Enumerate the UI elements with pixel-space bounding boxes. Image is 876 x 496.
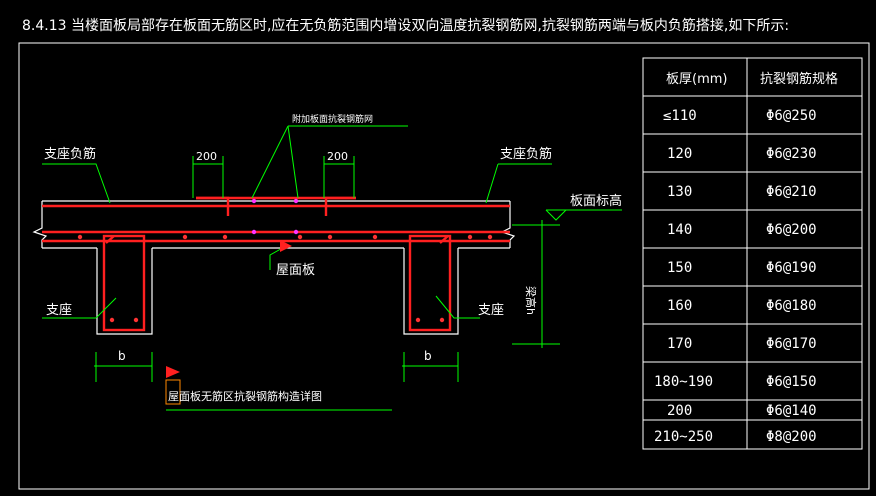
table-row-thickness: 180~190 — [654, 374, 713, 390]
table-row-spec: Φ6@170 — [766, 336, 817, 352]
table-row-thickness: 210~250 — [654, 429, 713, 445]
table-row-thickness: ≤110 — [663, 108, 697, 124]
table-row-spec: Φ6@210 — [766, 184, 817, 200]
table-row-thickness: 160 — [667, 298, 692, 314]
table-header-rebar-spec: 抗裂钢筋规格 — [760, 71, 838, 87]
dim-200-left: 200 — [196, 150, 217, 163]
drawing-frame — [18, 42, 870, 490]
mesh-right-hook — [324, 196, 356, 216]
rebar-dots — [77, 234, 493, 323]
slab-outline — [32, 200, 516, 335]
beam-height-label: 梁高h — [524, 286, 538, 315]
table-row-spec: Φ6@140 — [766, 403, 817, 419]
table-row-spec: Φ6@180 — [766, 298, 817, 314]
drawing-caption: 屋面板无筋区抗裂钢筋构造详图 — [168, 389, 322, 403]
dim-b-right: b — [424, 349, 432, 363]
left-support-rebar-label: 支座负筋 — [44, 146, 96, 162]
table-row-spec: Φ6@190 — [766, 260, 817, 276]
leaders — [42, 125, 622, 411]
table-row-spec: Φ6@250 — [766, 108, 817, 124]
table-row-spec: Φ8@200 — [766, 429, 817, 445]
extra-mesh-label: 附加板面抗裂钢筋网 — [292, 113, 373, 125]
table-row-thickness: 120 — [667, 146, 692, 162]
left-stirrup — [102, 234, 146, 332]
flag-markers — [165, 240, 292, 405]
table-row-thickness: 150 — [667, 260, 692, 276]
right-support-label: 支座 — [478, 303, 504, 318]
table-row-spec: Φ6@200 — [766, 222, 817, 238]
table-row-thickness: 200 — [667, 403, 692, 419]
rebars — [42, 196, 510, 332]
roof-slab-label: 屋面板 — [276, 263, 315, 278]
table-row-thickness: 130 — [667, 184, 692, 200]
table-row-thickness: 170 — [667, 336, 692, 352]
dim-b-left: b — [118, 349, 126, 363]
table-row-spec: Φ6@230 — [766, 146, 817, 162]
right-stirrup — [408, 234, 452, 332]
right-support-rebar-label: 支座负筋 — [500, 146, 552, 162]
table-rows: ≤110 Φ6@250 120 Φ6@230 130 Φ6@210 140 Φ6… — [654, 108, 817, 445]
rebar-spec-table — [642, 57, 863, 450]
slab-top-elevation-label: 板面标高 — [570, 193, 622, 209]
dim-200-right: 200 — [327, 150, 348, 163]
section-title: 8.4.13 当楼面板局部存在板面无筋区时,应在无负筋范围内增设双向温度抗裂钢筋… — [22, 17, 789, 34]
table-row-spec: Φ6@150 — [766, 374, 817, 390]
mesh-dots — [251, 198, 299, 235]
left-support-label: 支座 — [46, 303, 72, 318]
table-row-thickness: 140 — [667, 222, 692, 238]
table-header-thickness: 板厚(mm) — [666, 72, 727, 87]
